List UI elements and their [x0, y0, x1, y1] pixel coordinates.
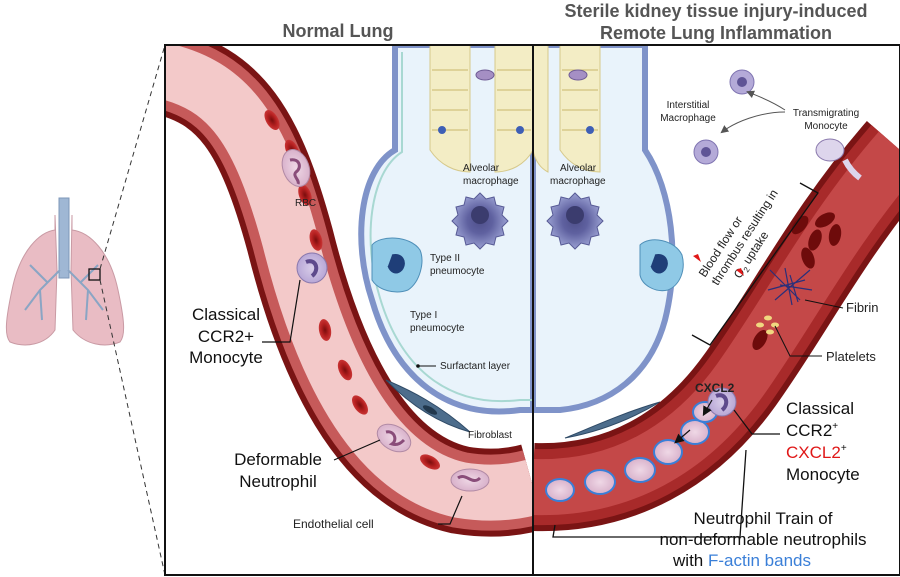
label-interstitial-1: Interstitial — [667, 100, 710, 111]
label-type1-2: pneumocyte — [410, 323, 465, 334]
label-fibroblast: Fibroblast — [468, 430, 512, 441]
label-classical-right-3: CXCL2+ — [786, 443, 847, 462]
pointer-classical-left — [262, 279, 301, 343]
label-train-1: Neutrophil Train of — [694, 509, 833, 528]
pointer-classical-right — [733, 409, 780, 435]
platelets — [756, 315, 779, 335]
fibroblast-left — [385, 379, 471, 433]
label-classical-right-1: Classical — [786, 399, 854, 418]
transmigrating-monocyte — [815, 138, 862, 181]
type2-pneumocyte-left — [371, 237, 423, 293]
label-interstitial-2: Macrophage — [660, 113, 716, 124]
label-cxcl2-burst: CXCL2 — [695, 381, 735, 395]
label-train-3: with F-actin bands — [672, 551, 811, 570]
alveolus-left — [358, 45, 533, 415]
type2-pneumocyte-right — [639, 239, 684, 292]
rbc-clot — [752, 212, 842, 350]
header-injury-line1: Sterile kidney tissue injury-induced — [564, 1, 867, 21]
label-alveolar-right-1: Alveolar — [560, 163, 597, 174]
label-alveolar-left-2: macrophage — [463, 176, 519, 187]
pointer-fibrin — [804, 299, 844, 309]
label-deformable-1: Deformable — [234, 450, 322, 469]
arrow-to-interstitial-bottom — [720, 111, 786, 134]
label-fibrin: Fibrin — [846, 300, 879, 315]
label-alveolar-left-1: Alveolar — [463, 163, 500, 174]
pointer-platelets — [774, 325, 822, 357]
label-classical-right-2: CCR2+ — [786, 421, 838, 440]
classical-monocyte-right — [707, 387, 737, 417]
label-endothelial: Endothelial cell — [293, 517, 374, 531]
lung-thumbnail — [5, 44, 166, 576]
label-transmigrating-1: Transmigrating — [793, 108, 859, 119]
label-alveolar-right-2: macrophage — [550, 176, 606, 187]
arrow-to-interstitial-top — [746, 90, 786, 111]
label-type1-1: Type I — [410, 310, 437, 321]
alveolar-macrophage-left — [451, 192, 509, 250]
red-down-arrows — [693, 254, 744, 276]
neutrophil-left-upper — [281, 149, 311, 187]
label-deformable-2: Neutrophil — [239, 472, 317, 491]
train-bracket — [552, 449, 747, 538]
zoom-box — [88, 268, 101, 281]
normal-lung-panel — [165, 45, 533, 537]
label-classical-1: Classical — [192, 305, 260, 324]
neutrophil-left-bottom — [450, 468, 490, 492]
interstitial-macrophages — [693, 69, 755, 165]
pointer-endothelial — [438, 495, 463, 525]
neutrophil-train — [545, 401, 718, 502]
alveolar-macrophage-right — [546, 192, 604, 250]
arrow-train — [674, 429, 691, 444]
clot-bracket — [691, 182, 819, 346]
label-type2-1: Type II — [430, 253, 460, 264]
header-injury-line2: Remote Lung Inflammation — [600, 23, 832, 43]
label-type2-2: pneumocyte — [430, 266, 485, 277]
label-rbc: RBC — [295, 198, 316, 209]
fibroblast-right — [564, 401, 661, 439]
label-train-2: non-deformable neutrophils — [660, 530, 867, 549]
bronchiole-epithelium — [429, 45, 533, 173]
arrow-cxcl2 — [702, 399, 713, 417]
header-normal-lung: Normal Lung — [283, 21, 394, 41]
label-classical-2: CCR2+ — [198, 327, 254, 346]
pointer-deformable — [333, 439, 381, 461]
neutrophil-left-lower — [376, 423, 412, 453]
label-classical-3: Monocyte — [189, 348, 263, 367]
bronchiole-epithelium-right — [533, 45, 601, 173]
classical-monocyte-left — [296, 252, 328, 284]
label-classical-right-4: Monocyte — [786, 465, 860, 484]
injury-lung-panel — [533, 45, 900, 532]
label-surfactant: Surfactant layer — [440, 361, 511, 372]
fibrin-mesh — [767, 267, 813, 306]
label-platelets: Platelets — [826, 349, 876, 364]
label-transmigrating-2: Monocyte — [804, 121, 848, 132]
